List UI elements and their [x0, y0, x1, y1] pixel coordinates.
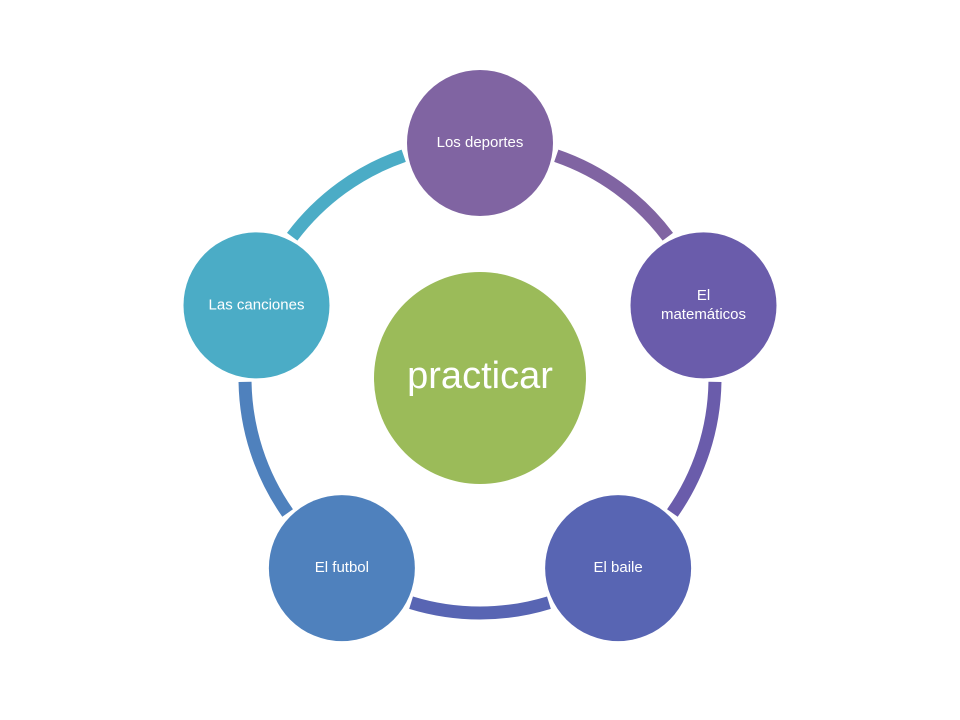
center-node-group: practicar [374, 272, 586, 484]
cycle-node-circle [407, 70, 553, 216]
cycle-node-circle [268, 495, 415, 642]
cycle-node: El futbol [268, 495, 415, 642]
connector-arc [554, 149, 674, 241]
connector-arc [238, 381, 293, 517]
cycle-node: El matemáticos [630, 232, 777, 379]
cycle-node-label: matemáticos [661, 306, 746, 323]
cycle-node-label: El baile [594, 559, 643, 576]
cycle-node-label: El futbol [315, 559, 369, 576]
cycle-node-circle [545, 495, 692, 642]
cycle-node-circle [183, 232, 330, 379]
cycle-node: El baile [545, 495, 692, 642]
cycle-node: Los deportes [407, 70, 553, 216]
connector-arc [667, 381, 722, 517]
connector-arcs [238, 149, 722, 620]
cycle-node-circle [630, 232, 777, 379]
center-label: practicar [407, 355, 553, 397]
cycle-node-label: Los deportes [437, 134, 524, 151]
cycle-node-label: El [697, 287, 710, 304]
connector-arc [409, 596, 551, 620]
cycle-node: Las canciones [183, 232, 330, 379]
center-circle [374, 272, 586, 484]
cycle-node-label: Las canciones [209, 296, 305, 313]
connector-arc [286, 149, 406, 241]
